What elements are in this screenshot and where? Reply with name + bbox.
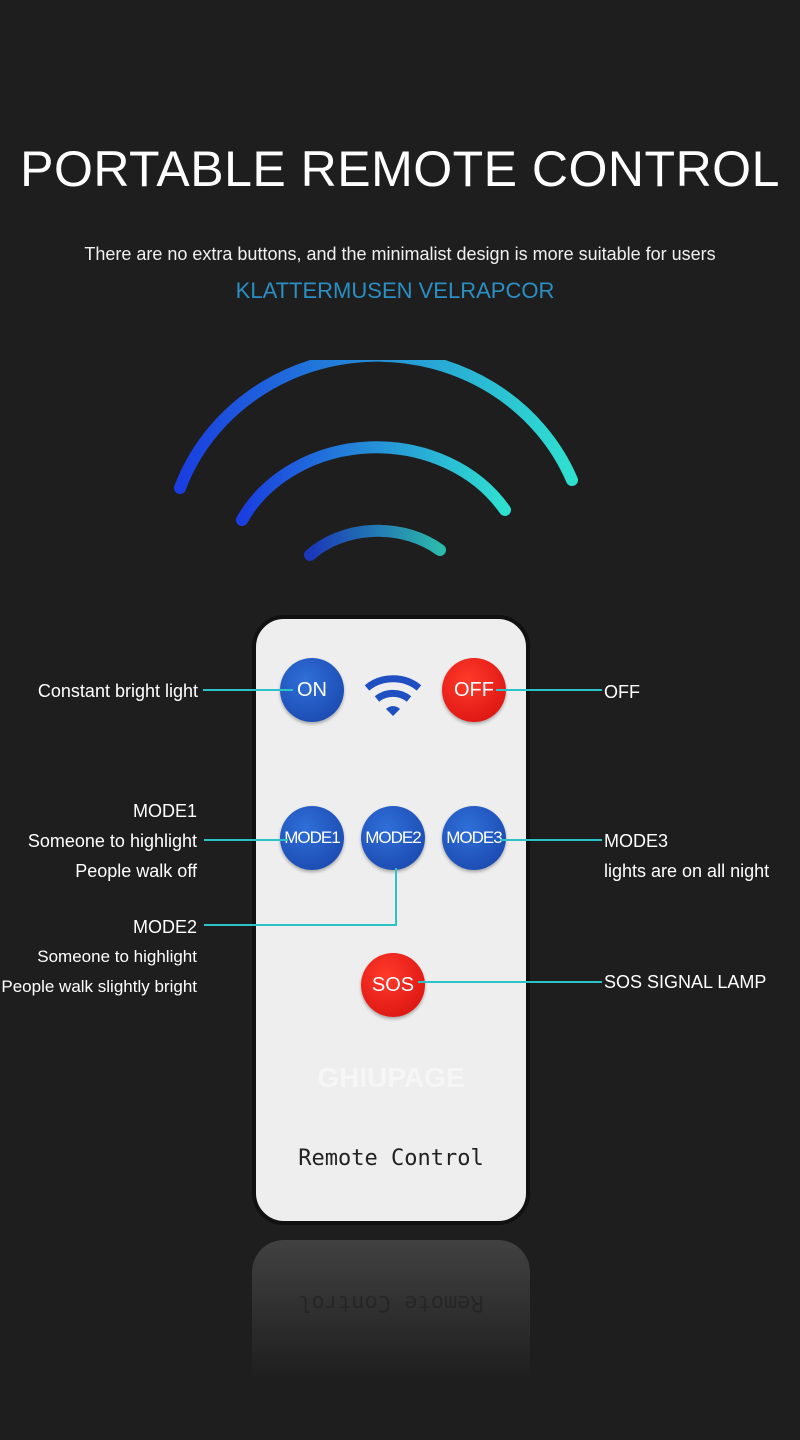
callout-line-sos — [418, 981, 602, 983]
callout-off: OFF — [604, 682, 640, 702]
signal-waves-icon — [174, 360, 578, 561]
page-title: PORTABLE REMOTE CONTROL — [20, 141, 780, 197]
callout-line-mode3 — [500, 839, 602, 841]
callout-mode3-title: MODE3 — [604, 831, 669, 851]
sos-button[interactable]: SOS — [361, 953, 425, 1017]
callout-line-mode1 — [204, 839, 288, 841]
remote-label: Remote Control — [298, 1146, 484, 1171]
callout-mode1-line2: People walk off — [75, 861, 197, 881]
callout-sos: SOS SIGNAL LAMP — [604, 972, 767, 992]
mode2-button[interactable]: MODE2 — [361, 806, 425, 870]
wifi-icon — [364, 675, 422, 716]
callout-line-mode2 — [204, 924, 397, 926]
callout-mode3: MODE3 lights are on all night — [604, 826, 769, 886]
remote-label-reflection: Remote Control — [298, 1290, 484, 1315]
mode1-button[interactable]: MODE1 — [280, 806, 344, 870]
callout-mode2-title: MODE2 — [132, 917, 197, 937]
callout-mode1: MODE1 Someone to highlight People walk o… — [28, 796, 197, 886]
remote-reflection — [252, 1240, 530, 1440]
callout-line-off — [496, 689, 602, 691]
watermark: GHIUPAGE — [317, 1062, 465, 1093]
callout-mode2-line2: People walk slightly bright — [1, 977, 197, 996]
brand-name: KLATTERMUSEN VELRAPCOR — [235, 278, 555, 303]
mode3-button[interactable]: MODE3 — [442, 806, 506, 870]
callout-mode2: MODE2 Someone to highlight People walk s… — [1, 912, 197, 1002]
off-button[interactable]: OFF — [442, 658, 506, 722]
subtitle: There are no extra buttons, and the mini… — [84, 244, 716, 264]
callout-mode1-title: MODE1 — [132, 801, 197, 821]
callout-on: Constant bright light — [37, 681, 198, 701]
callout-mode1-line1: Someone to highlight — [27, 831, 197, 851]
callout-line-mode2-vertical — [395, 868, 397, 926]
callout-mode2-line1: Someone to highlight — [37, 947, 197, 966]
callout-mode3-line1: lights are on all night — [604, 861, 770, 881]
callout-line-on — [203, 689, 293, 691]
